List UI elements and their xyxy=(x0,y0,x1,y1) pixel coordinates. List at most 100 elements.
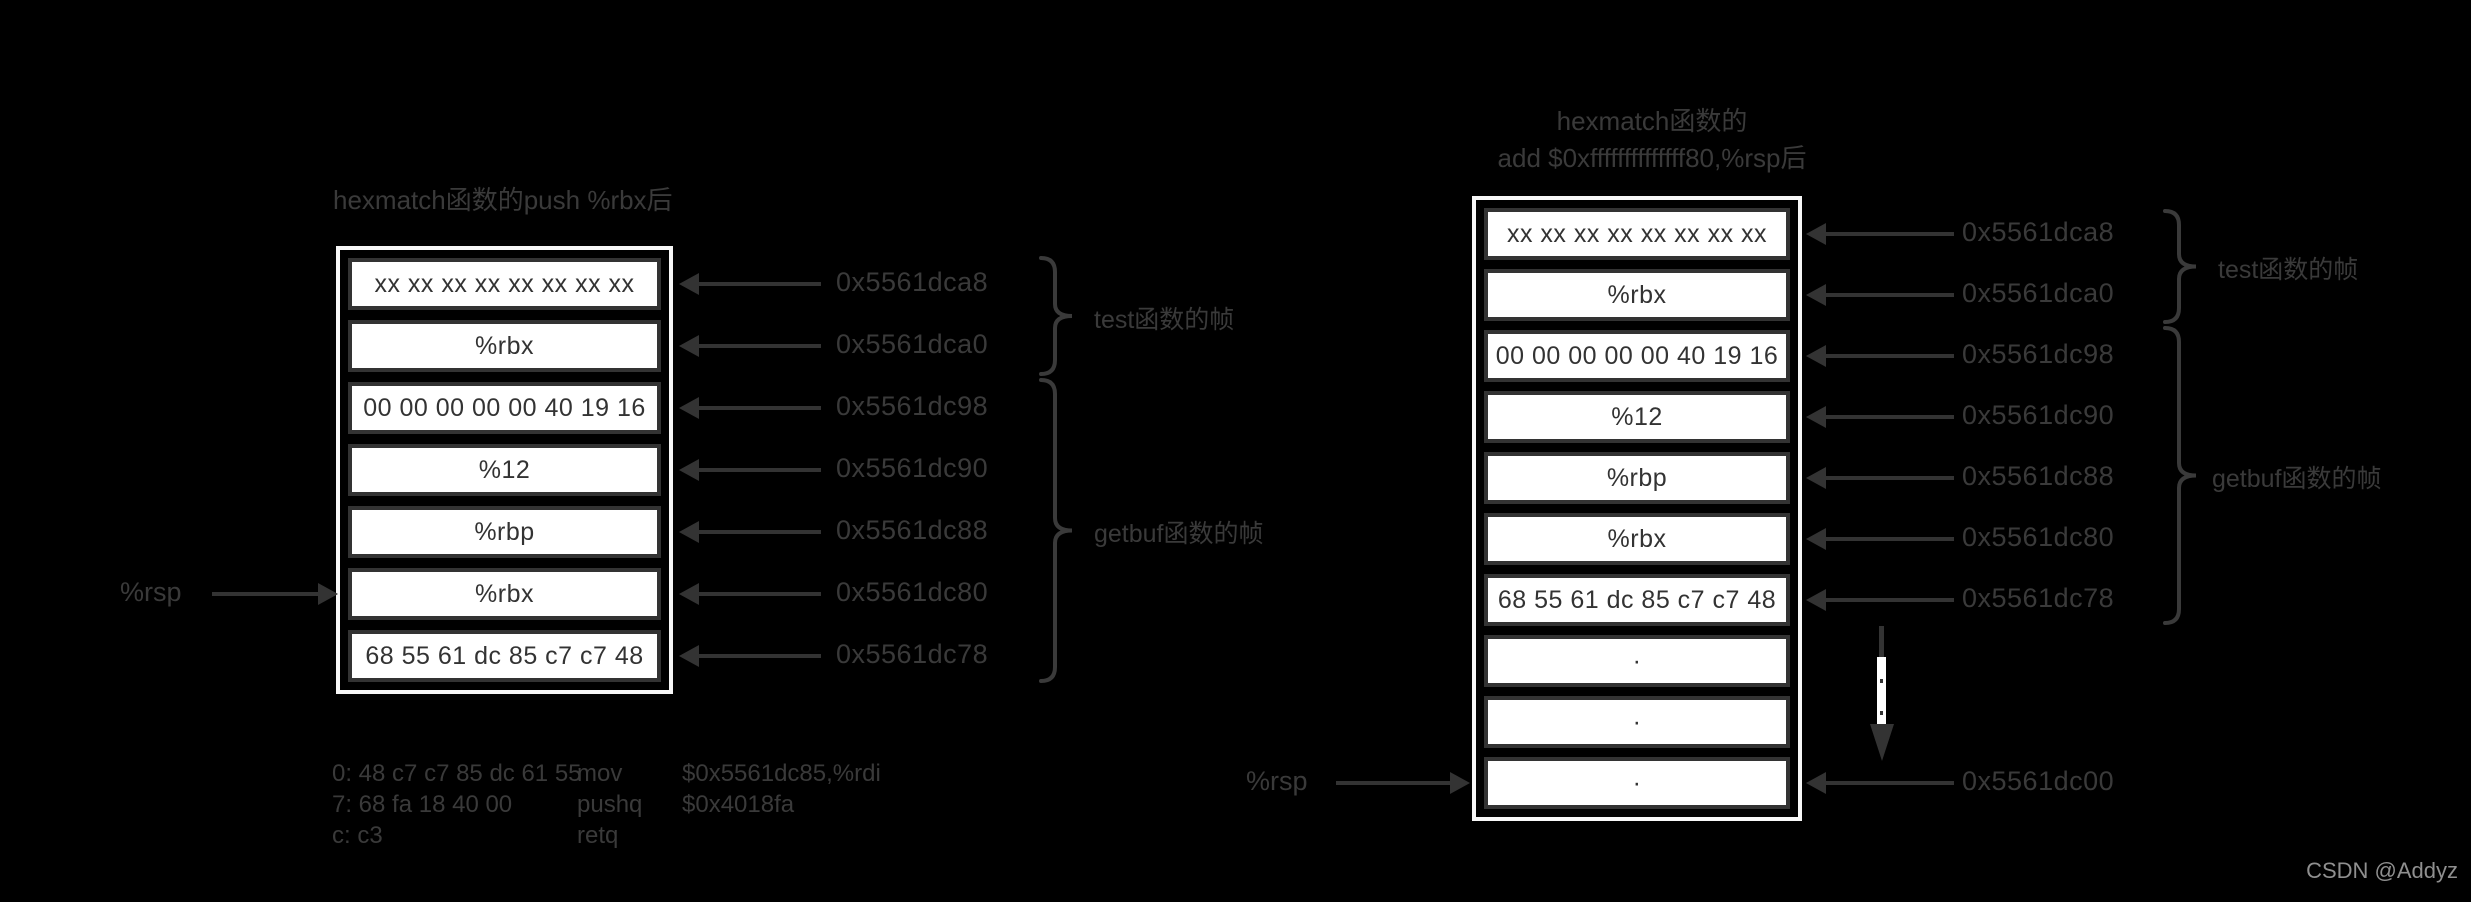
arrowhead-icon xyxy=(1806,223,1826,245)
stack-cell: %rbx xyxy=(1484,513,1790,565)
arrow-line xyxy=(697,468,821,472)
down-arrow-dashed-segment xyxy=(1877,657,1886,724)
stack-cell-dots: · xyxy=(1484,635,1790,687)
arrow-left-icon xyxy=(1806,467,1954,489)
address-label: 0x5561dca8 xyxy=(1962,217,2115,247)
brace-test-frame xyxy=(2163,209,2197,324)
address-label: 0x5561dca8 xyxy=(836,267,989,297)
right-title-line2: add $0xffffffffffffff80,%rsp后 xyxy=(1497,143,1807,173)
arrowhead-icon xyxy=(1450,772,1470,794)
right-title-line1: hexmatch函数的 xyxy=(1556,106,1748,136)
right-stack-box: xx xx xx xx xx xx xx xx %rbx 00 00 00 00… xyxy=(1472,196,1802,821)
arrowhead-icon xyxy=(1806,528,1826,550)
csdn-watermark: CSDN @Addyz xyxy=(2306,858,2458,883)
address-label: 0x5561dc88 xyxy=(1962,461,2115,491)
stack-cell-dots: · xyxy=(1484,757,1790,809)
stack-cell: xx xx xx xx xx xx xx xx xyxy=(348,258,661,310)
arrow-line xyxy=(1336,781,1452,785)
arrow-line xyxy=(697,592,821,596)
brace-getbuf-frame xyxy=(2163,326,2197,625)
arrowhead-icon xyxy=(679,335,699,357)
stack-cell: %rbx xyxy=(348,320,661,372)
arrowhead-icon xyxy=(679,273,699,295)
address-label: 0x5561dca0 xyxy=(1962,278,2115,308)
arrowhead-icon xyxy=(1806,406,1826,428)
asm-mnemonic: mov xyxy=(577,760,623,787)
address-label: 0x5561dc98 xyxy=(1962,339,2115,369)
stack-cell: %12 xyxy=(348,444,661,496)
arrowhead-icon xyxy=(679,397,699,419)
stack-cell: xx xx xx xx xx xx xx xx xyxy=(1484,208,1790,260)
arrowhead-icon xyxy=(679,459,699,481)
arrow-line xyxy=(1824,537,1954,541)
arrowhead-icon xyxy=(1806,345,1826,367)
arrowhead-icon xyxy=(679,583,699,605)
stack-cell-dots: · xyxy=(1484,696,1790,748)
address-label: 0x5561dc00 xyxy=(1962,766,2115,796)
arrow-line xyxy=(697,406,821,410)
arrowhead-icon xyxy=(1806,284,1826,306)
stack-cell: 68 55 61 dc 85 c7 c7 48 xyxy=(348,630,661,682)
arrow-line xyxy=(697,344,821,348)
arrow-left-icon xyxy=(1806,772,1954,794)
stack-cell: 00 00 00 00 00 40 19 16 xyxy=(348,382,661,434)
arrowhead-icon xyxy=(679,645,699,667)
asm-mnemonic: pushq xyxy=(577,791,643,818)
stack-cell: %12 xyxy=(1484,391,1790,443)
arrow-line xyxy=(697,654,821,658)
arrowhead-icon xyxy=(1806,467,1826,489)
arrow-left-icon xyxy=(1806,528,1954,550)
brace-test-frame xyxy=(1039,256,1073,376)
rsp-label: %rsp xyxy=(120,577,182,607)
stack-cell: %rbx xyxy=(348,568,661,620)
address-label: 0x5561dc78 xyxy=(1962,583,2115,613)
arrow-left-icon xyxy=(1806,284,1954,306)
arrow-left-icon xyxy=(679,273,821,295)
address-label: 0x5561dca0 xyxy=(836,329,989,359)
down-arrow-shaft xyxy=(1879,626,1884,658)
arrow-line xyxy=(212,592,320,596)
arrow-left-icon xyxy=(679,335,821,357)
arrow-line xyxy=(1824,415,1954,419)
address-label: 0x5561dc90 xyxy=(1962,400,2115,430)
address-label: 0x5561dc90 xyxy=(836,453,989,483)
arrow-left-icon xyxy=(1806,223,1954,245)
down-arrow-dot xyxy=(1880,711,1883,715)
down-arrowhead-icon xyxy=(1870,724,1894,761)
arrowhead-icon xyxy=(318,583,338,605)
arrowhead-icon xyxy=(1806,589,1826,611)
stack-cell: 68 55 61 dc 85 c7 c7 48 xyxy=(1484,574,1790,626)
stack-cell: %rbp xyxy=(1484,452,1790,504)
arrow-left-icon xyxy=(679,521,821,543)
asm-operands xyxy=(682,820,881,851)
arrow-left-icon xyxy=(679,459,821,481)
arrow-line xyxy=(1824,476,1954,480)
asm-mnemonic: retq xyxy=(577,822,619,849)
address-label: 0x5561dc88 xyxy=(836,515,989,545)
asm-bytes: 7: 68 fa 18 40 00 xyxy=(332,791,513,818)
arrow-left-icon xyxy=(679,583,821,605)
address-label: 0x5561dc78 xyxy=(836,639,989,669)
assembly-listing: 0: 48 c7 c7 85 dc 61 55 mov $0x5561dc85,… xyxy=(332,758,881,851)
stack-cell: %rbp xyxy=(348,506,661,558)
right-diagram-title: hexmatch函数的 add $0xffffffffffffff80,%rsp… xyxy=(1402,103,1902,177)
arrow-left-icon xyxy=(679,397,821,419)
stack-cell: %rbx xyxy=(1484,269,1790,321)
arrowhead-icon xyxy=(679,521,699,543)
frame-label-test: test函数的帧 xyxy=(2218,256,2359,284)
arrow-line xyxy=(1824,781,1954,785)
address-label: 0x5561dc80 xyxy=(1962,522,2115,552)
address-label: 0x5561dc80 xyxy=(836,577,989,607)
frame-label-test: test函数的帧 xyxy=(1094,306,1235,334)
arrow-line xyxy=(697,530,821,534)
arrow-left-icon xyxy=(1806,345,1954,367)
stack-cell: 00 00 00 00 00 40 19 16 xyxy=(1484,330,1790,382)
arrowhead-icon xyxy=(1806,772,1826,794)
left-diagram-title: hexmatch函数的push %rbx后 xyxy=(333,185,673,215)
rsp-label: %rsp xyxy=(1246,766,1308,796)
arrow-left-icon xyxy=(1806,589,1954,611)
left-stack-box: xx xx xx xx xx xx xx xx %rbx 00 00 00 00… xyxy=(336,246,673,694)
brace-getbuf-frame xyxy=(1039,378,1073,683)
asm-operands: $0x4018fa xyxy=(682,791,795,818)
